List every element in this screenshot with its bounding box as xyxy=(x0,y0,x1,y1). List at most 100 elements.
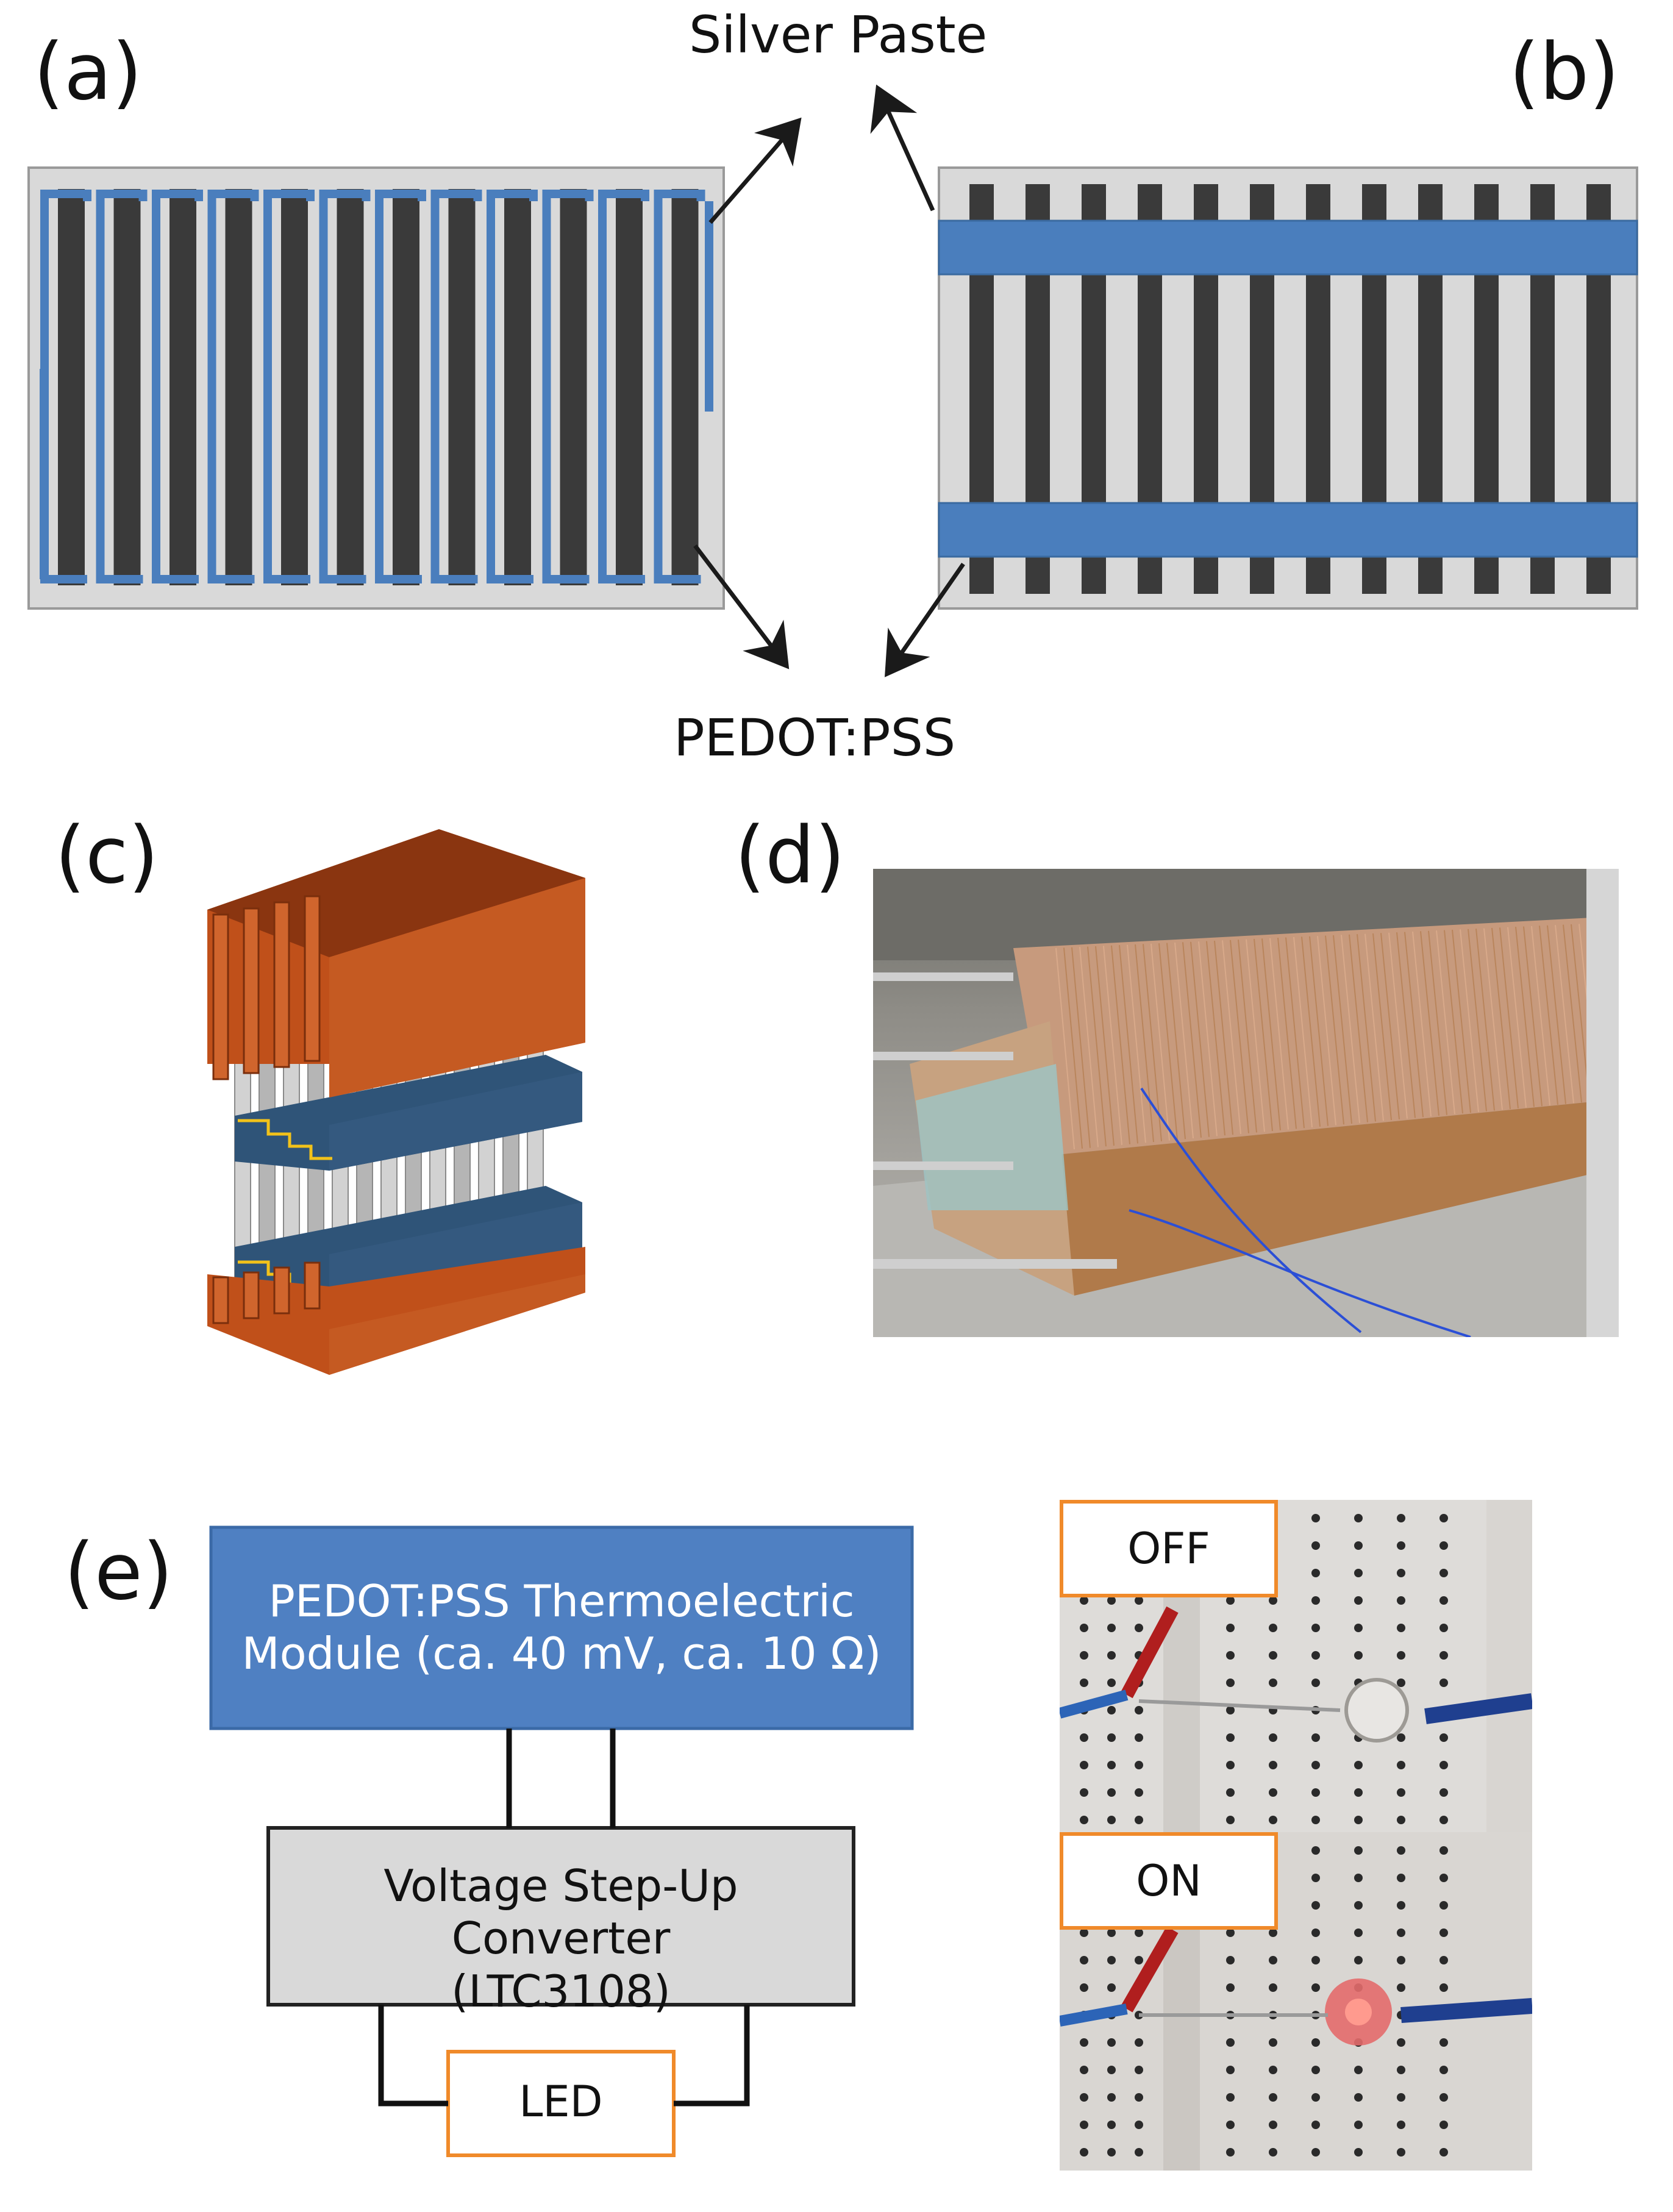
breadboard-hole xyxy=(1135,1733,1143,1742)
breadboard-hole xyxy=(1135,1706,1143,1714)
pedot-leg xyxy=(58,189,85,585)
silver-paste-segment xyxy=(542,190,594,583)
stack-sheet-line xyxy=(1143,944,1162,1141)
breadboard-hole xyxy=(1439,1901,1448,1910)
breadboard-hole xyxy=(1080,2148,1088,2157)
stack-sheet-line xyxy=(1214,940,1233,1135)
copper-fins-top xyxy=(212,895,321,1080)
off-label-box: OFF xyxy=(1060,1500,1278,1597)
breadboard-hole xyxy=(1397,1596,1405,1605)
pedot-leg xyxy=(113,189,141,585)
module-label: PEDOT:PSS Thermoelectric Module (ca. 40 … xyxy=(211,1575,912,1680)
stack-sheet-line xyxy=(1475,929,1495,1111)
breadboard-hole xyxy=(1080,1816,1088,1824)
breadboard-hole xyxy=(1107,1624,1116,1632)
breadboard-hole xyxy=(1226,2093,1235,2102)
breadboard-hole xyxy=(1354,1928,1363,1937)
stack-sheet-line xyxy=(1285,937,1305,1129)
breadboard-hole xyxy=(1439,2093,1448,2102)
breadboard-hole xyxy=(1439,1788,1448,1797)
module-label-line2: Module (ca. 40 mV, ca. 10 Ω) xyxy=(241,1628,882,1680)
breadboard-hole xyxy=(1226,1733,1235,1742)
breadboard-hole xyxy=(1107,1761,1116,1769)
breadboard-hole xyxy=(1107,2121,1116,2129)
stack-sheet-line xyxy=(1230,940,1249,1133)
breadboard-hole xyxy=(1439,1624,1448,1632)
copper-fins-bottom xyxy=(212,1261,321,1324)
stack-sheet-line xyxy=(1444,930,1463,1114)
breadboard-hole xyxy=(1439,1816,1448,1824)
stack-sheet-line xyxy=(1206,941,1225,1136)
breadboard-hole xyxy=(1311,2066,1320,2074)
panel-label-e: (e) xyxy=(64,1527,173,1618)
silver-paste-segment xyxy=(263,190,315,583)
circuit-diagram xyxy=(209,1525,914,2157)
breadboard-hole xyxy=(1354,1846,1363,1855)
breadboard-hole xyxy=(1269,2038,1277,2047)
breadboard-hole xyxy=(1311,1624,1320,1632)
stack-sheet-line xyxy=(1380,933,1400,1119)
stack-sheet-line xyxy=(1261,938,1281,1130)
breadboard-hole xyxy=(1311,1679,1320,1687)
led-label: LED xyxy=(519,2077,603,2127)
breadboard-hole xyxy=(1439,1983,1448,1992)
breadboard-hole xyxy=(1269,2148,1277,2157)
breadboard-hole xyxy=(1226,2066,1235,2074)
breadboard-hole xyxy=(1107,1596,1116,1605)
breadboard-hole xyxy=(1226,1679,1235,1687)
breadboard-hole xyxy=(1107,1956,1116,1964)
breadboard-hole xyxy=(1311,1928,1320,1937)
breadboard-hole xyxy=(1439,1874,1448,1882)
stack-sheet-line xyxy=(1507,927,1527,1108)
silver-paste-segment xyxy=(375,190,426,583)
breadboard-hole xyxy=(1107,2093,1116,2102)
stack-sheet-line xyxy=(1412,931,1432,1117)
breadboard-hole xyxy=(1311,1901,1320,1910)
copper-fin xyxy=(273,901,290,1068)
breadboard-hole xyxy=(1226,1788,1235,1797)
on-label: ON xyxy=(1136,1856,1202,1906)
breadboard-hole xyxy=(1269,1928,1277,1937)
breadboard-hole xyxy=(1354,1874,1363,1882)
module-box xyxy=(209,1525,914,1730)
breadboard-hole xyxy=(1311,2148,1320,2157)
stack-sheet-line xyxy=(1452,929,1471,1113)
breadboard-hole xyxy=(1135,1956,1143,1964)
breadboard-hole xyxy=(1439,2038,1448,2047)
module-label-line1: PEDOT:PSS Thermoelectric xyxy=(268,1575,855,1627)
breadboard-hole xyxy=(1269,2121,1277,2129)
stack-sheet-line xyxy=(1087,946,1107,1147)
breadboard-hole xyxy=(1397,2121,1405,2129)
breadboard-hole xyxy=(1354,1816,1363,1824)
breadboard-hole xyxy=(1226,1651,1235,1660)
pedot-leg xyxy=(560,189,587,585)
copper-fin xyxy=(243,907,260,1074)
stack-sheet-line xyxy=(1483,928,1503,1110)
stack-sheet-line xyxy=(1468,929,1487,1111)
arrow-b-silver xyxy=(870,84,935,212)
breadboard-hole xyxy=(1439,1569,1448,1577)
panel-label-a: (a) xyxy=(34,27,143,118)
breadboard-hole xyxy=(1439,1651,1448,1660)
breadboard-hole xyxy=(1107,1983,1116,1992)
breadboard-hole xyxy=(1354,2148,1363,2157)
arrow-a-silver xyxy=(708,117,802,224)
breadboard-hole xyxy=(1354,1624,1363,1632)
breadboard-hole xyxy=(1226,1706,1235,1714)
breadboard-hole xyxy=(1397,2093,1405,2102)
breadboard-hole xyxy=(1080,2121,1088,2129)
breadboard-hole xyxy=(1135,2093,1143,2102)
breadboard-hole xyxy=(1397,1624,1405,1632)
converter-label-line2: (LTC3108) xyxy=(451,1965,671,2017)
breadboard-hole xyxy=(1311,2093,1320,2102)
stack-sheet-line xyxy=(1436,930,1455,1115)
stack-sheet-line xyxy=(1428,930,1447,1115)
copper-fin xyxy=(212,1276,229,1324)
breadboard-hole xyxy=(1107,1788,1116,1797)
breadboard-hole xyxy=(1135,2121,1143,2129)
breadboard-hole xyxy=(1135,1761,1143,1769)
stack-sheet-line xyxy=(1254,938,1273,1132)
breadboard-hole xyxy=(1354,1788,1363,1797)
breadboard-hole xyxy=(1354,1761,1363,1769)
